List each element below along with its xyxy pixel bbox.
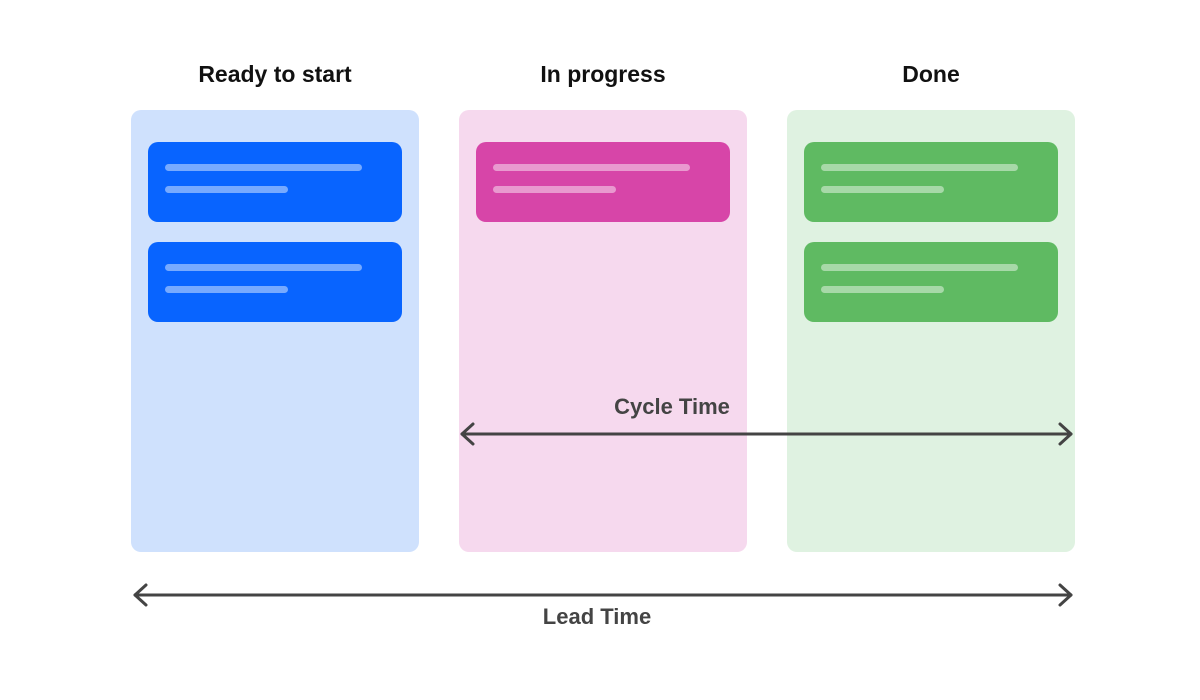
cycle-time-label: Cycle Time [614, 394, 730, 419]
lead-time-arrow [133, 583, 1073, 607]
card-text-line [821, 264, 1018, 271]
task-card[interactable] [148, 142, 402, 222]
card-text-line [165, 186, 288, 193]
column-title-ready: Ready to start [198, 61, 352, 87]
column-title-in-progress: In progress [540, 61, 666, 87]
column-in-progress [459, 110, 747, 552]
card-text-line [493, 164, 690, 171]
card-text-line [493, 186, 616, 193]
card-text-line [165, 164, 362, 171]
task-card[interactable] [804, 142, 1058, 222]
card-text-line [165, 286, 288, 293]
cycle-time-arrow [460, 422, 1073, 446]
column-title-done: Done [902, 61, 960, 87]
card-text-line [821, 164, 1018, 171]
column-done [787, 110, 1075, 552]
card-text-line [821, 186, 944, 193]
task-card[interactable] [476, 142, 730, 222]
column-ready [131, 110, 419, 552]
lead-time-label: Lead Time [542, 604, 652, 629]
card-text-line [165, 264, 362, 271]
task-card[interactable] [148, 242, 402, 322]
card-text-line [821, 286, 944, 293]
task-card[interactable] [804, 242, 1058, 322]
